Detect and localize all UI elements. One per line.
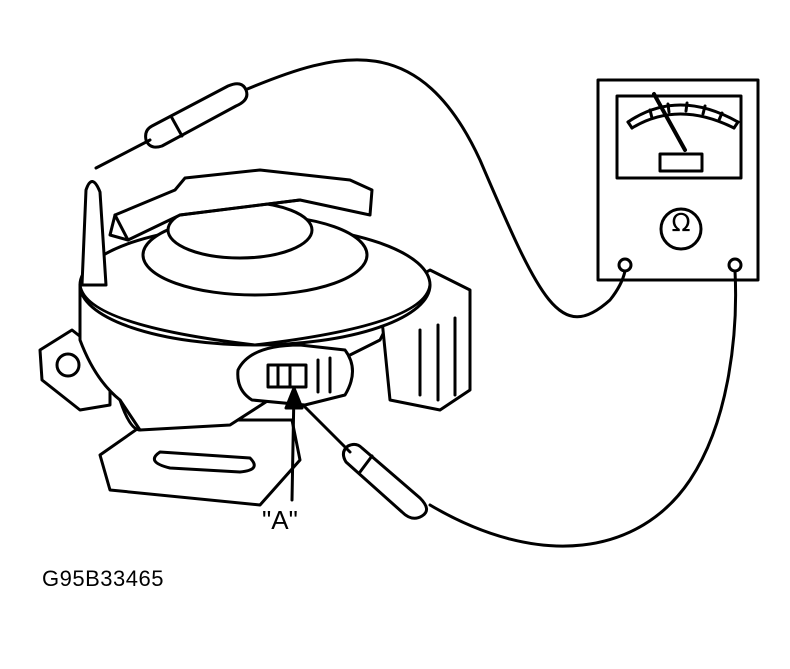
left-ear-hole bbox=[55, 352, 81, 378]
connector-a bbox=[236, 343, 354, 407]
meter-scale-outer bbox=[626, 103, 740, 124]
ohmmeter-display bbox=[615, 94, 743, 180]
rotor-arm bbox=[113, 168, 374, 242]
ohm-dial bbox=[659, 207, 703, 251]
callout-label-a: "A" bbox=[262, 505, 298, 535]
ohm-symbol-label: Ω bbox=[671, 208, 691, 237]
test-lead-upper-wire bbox=[243, 58, 627, 319]
test-pin bbox=[80, 180, 108, 287]
distributor-assembly bbox=[38, 168, 472, 507]
probe-lower bbox=[294, 396, 428, 520]
terminal-right bbox=[727, 257, 743, 273]
probe-upper bbox=[94, 82, 249, 170]
connector-a-socket bbox=[266, 363, 308, 389]
meter-needle bbox=[652, 92, 687, 152]
needle-pivot bbox=[658, 152, 704, 173]
mounting-flange bbox=[98, 418, 302, 507]
callout-arrow bbox=[284, 386, 304, 502]
figure-id-label: G95B33465 bbox=[42, 566, 164, 591]
terminal-left bbox=[617, 257, 633, 273]
meter-scale-inner bbox=[630, 112, 736, 130]
ohmmeter bbox=[596, 78, 760, 282]
test-lead-lower-wire bbox=[428, 269, 738, 548]
flange-slot bbox=[152, 450, 256, 474]
